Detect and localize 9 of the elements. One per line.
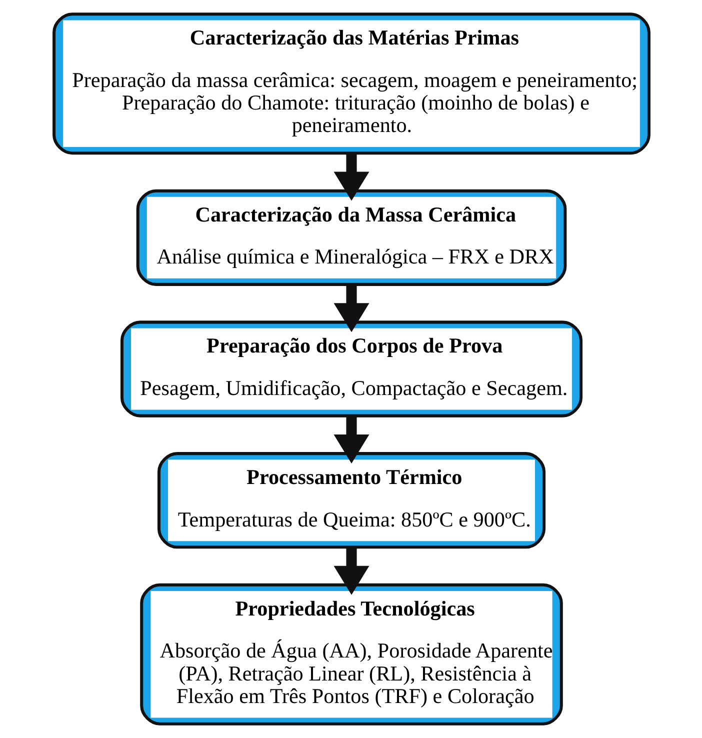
node-box: Preparação dos Corpos de Prova Pesagem, Umidificação, Compactação e Secagem. [120, 320, 582, 418]
node-box: Processamento Térmico Temperaturas de Queima: 850ºC e 900ºC. [156, 452, 546, 549]
arrow [333, 416, 369, 464]
arrow [333, 547, 369, 595]
arrow [333, 153, 369, 201]
arrow [333, 284, 369, 332]
node-box: Propriedades Tecnológicas Absorção de Água (AA), Porosidade Aparente (PA), Retração Linear (RL), Resistência à Flexão em Três Pontos (TRF) e Coloração [140, 583, 562, 726]
node-box: Caracterização das Matérias Primas Preparação da massa cerâmica: secagem, moagem e peneiramento; Preparação do Chamote: trituração (moinho de bolas) e peneiramento. [52, 12, 650, 155]
node-box: Caracterização da Massa Cerâmica Análise química e Mineralógica – FRX e DRX [136, 189, 566, 286]
